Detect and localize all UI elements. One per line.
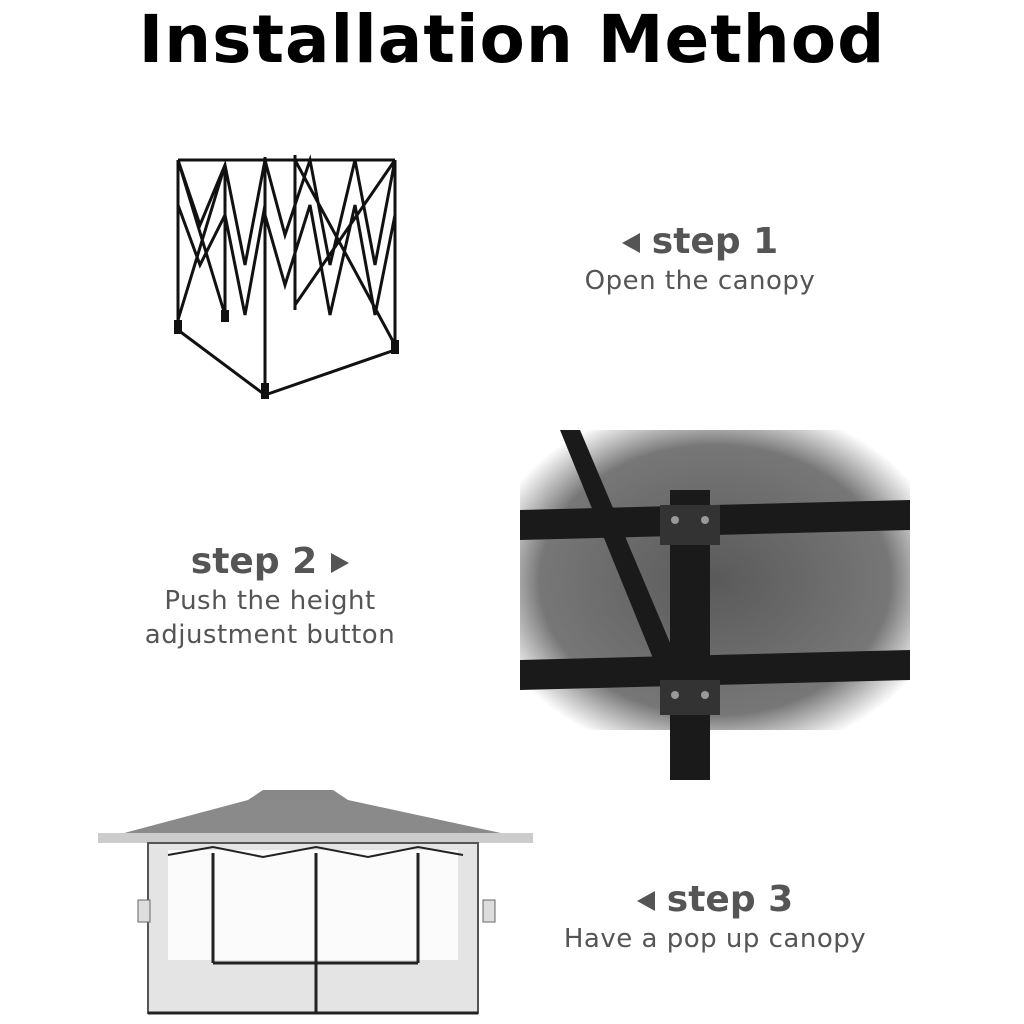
step-1: step 1 Open the canopy bbox=[560, 220, 840, 298]
step-1-heading: step 1 bbox=[651, 221, 779, 262]
step-2-heading: step 2 bbox=[190, 541, 318, 582]
arrow-left-icon bbox=[636, 891, 655, 911]
assembled-canopy-image bbox=[98, 790, 533, 1015]
step-1-description: Open the canopy bbox=[584, 266, 816, 296]
height-adjustment-closeup-image bbox=[520, 430, 910, 780]
step-2: step 2 Push the height adjustment button bbox=[120, 540, 420, 652]
step-2-description-line-2: adjustment button bbox=[144, 620, 396, 650]
arrow-left-icon bbox=[621, 233, 640, 253]
canopy-frame-image bbox=[174, 154, 399, 399]
arrow-right-icon bbox=[331, 553, 350, 573]
step-3-description: Have a pop up canopy bbox=[563, 924, 867, 954]
step-2-description-line-1: Push the height bbox=[164, 586, 376, 616]
step-3: step 3 Have a pop up canopy bbox=[545, 878, 885, 956]
page-title: Installation Method bbox=[138, 1, 886, 78]
step-3-heading: step 3 bbox=[666, 879, 794, 920]
